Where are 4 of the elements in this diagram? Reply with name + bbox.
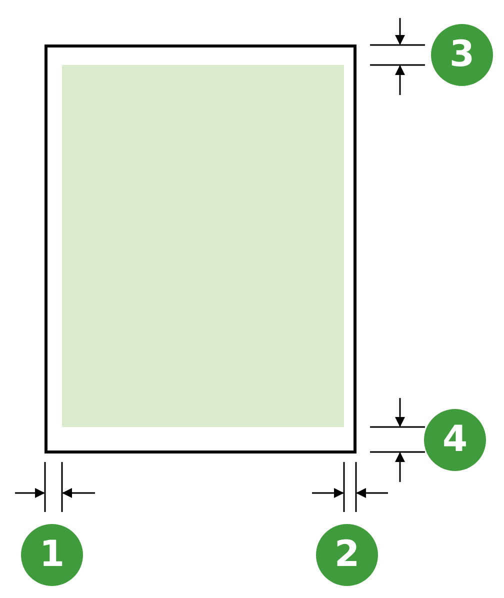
callout-number: 2: [316, 524, 378, 586]
callout-number: 3: [431, 24, 493, 86]
callout-number: 1: [21, 524, 83, 586]
callout-number: 4: [424, 409, 486, 471]
